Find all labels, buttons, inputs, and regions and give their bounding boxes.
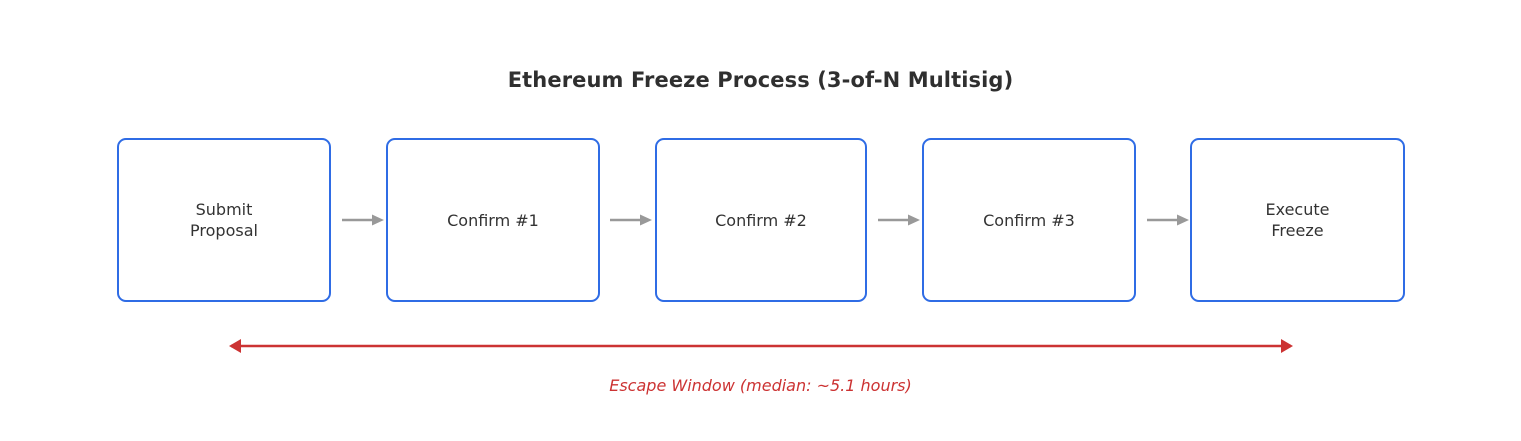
flow-node-label: Confirm #2	[715, 210, 807, 230]
flow-node-confirm-1[interactable]: Confirm #1	[386, 138, 600, 302]
arrow-right-icon-1	[341, 208, 385, 232]
escape-window-double-arrow-icon	[222, 334, 1300, 358]
flow-node-label: Execute Freeze	[1265, 200, 1330, 240]
flow-node-submit-proposal[interactable]: Submit Proposal	[117, 138, 331, 302]
flow-node-label: Submit Proposal	[190, 200, 258, 240]
arrow-right-icon-3	[877, 208, 921, 232]
flow-node-execute-freeze[interactable]: Execute Freeze	[1190, 138, 1405, 302]
escape-window-caption: Escape Window (median: ~5.1 hours)	[609, 376, 912, 395]
flow-node-confirm-3[interactable]: Confirm #3	[922, 138, 1136, 302]
flow-node-label: Confirm #1	[447, 210, 539, 230]
flow-node-confirm-2[interactable]: Confirm #2	[655, 138, 867, 302]
arrow-right-icon-4	[1146, 208, 1190, 232]
arrow-right-icon-2	[609, 208, 653, 232]
flow-node-label: Confirm #3	[983, 210, 1075, 230]
page-title: Ethereum Freeze Process (3-of-N Multisig…	[507, 68, 1014, 92]
